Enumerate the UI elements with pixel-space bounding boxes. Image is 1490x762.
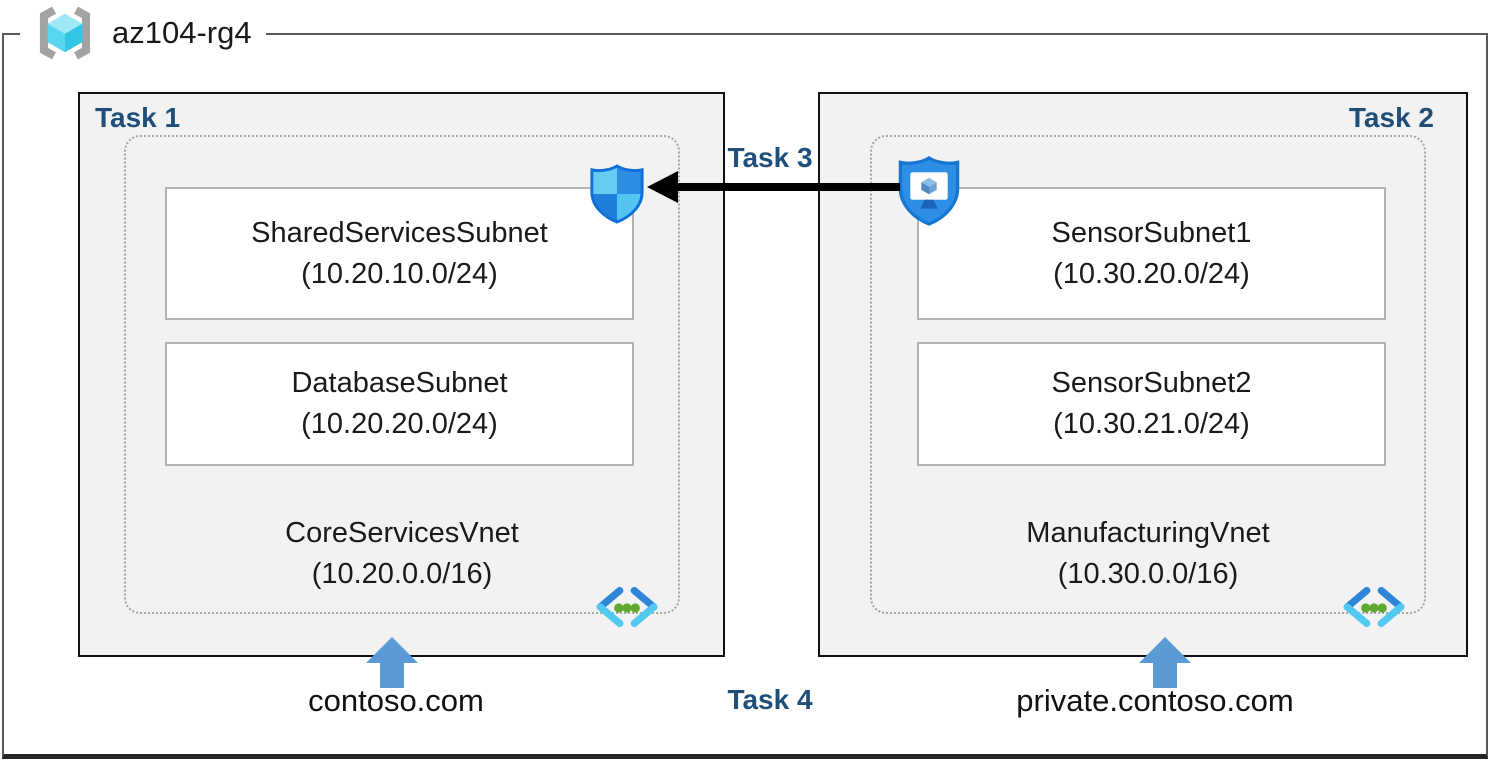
subnet-cidr: (10.20.20.0/24) (301, 408, 498, 440)
vnet-cidr: (10.20.0.0/16) (311, 557, 493, 590)
coreservices-vnet-boundary (124, 135, 680, 614)
sensor-subnet2-box: SensorSubnet2 (10.30.21.0/24) (917, 342, 1386, 466)
manufacturing-vnet-boundary (870, 135, 1426, 614)
subnet-cidr: (10.30.20.0/24) (1053, 257, 1250, 290)
manufacturing-vnet-label: ManufacturingVnet (10.30.0.0/16) (870, 513, 1426, 594)
subnet-cidr: (10.30.21.0/24) (1053, 408, 1250, 440)
sensor-subnet1-box: SensorSubnet1 (10.30.20.0/24) (917, 187, 1386, 320)
task2-label: Task 2 (1348, 102, 1434, 133)
coreservices-vnet-label: CoreServicesVnet (10.20.0.0/16) (124, 513, 680, 594)
subnet-name: DatabaseSubnet (291, 367, 508, 400)
resource-group-border (2, 33, 1488, 759)
bastion-shield-icon (898, 156, 960, 226)
vnet-name: CoreServicesVnet (285, 517, 519, 549)
subnet-name: SensorSubnet1 (1051, 216, 1252, 249)
private-dns-zone-label: private.contoso.com (1016, 683, 1294, 718)
task2-vnet-box: Task 2 SensorSubnet1 (10.30.20.0/24) Sen… (818, 92, 1468, 657)
resource-group-icon (39, 6, 91, 60)
shared-services-subnet-box: SharedServicesSubnet (10.20.10.0/24) (165, 187, 634, 320)
vnet-name: ManufacturingVnet (1026, 517, 1270, 549)
left-arrow (647, 171, 900, 203)
up-arrow-icon (366, 637, 418, 688)
dns-zone-label: contoso.com (308, 683, 484, 718)
task4-label: Task 4 (727, 684, 813, 715)
network-security-group-shield-icon (590, 164, 644, 224)
database-subnet-box: DatabaseSubnet (10.20.20.0/24) (165, 342, 634, 466)
up-arrow-icon (1139, 637, 1191, 688)
subnet-name: SensorSubnet2 (1051, 367, 1252, 400)
virtual-network-icon (596, 586, 658, 628)
vnet-cidr: (10.30.0.0/16) (1057, 557, 1239, 590)
resource-group-header: az104-rg4 (20, 0, 266, 66)
subnet-cidr: (10.20.10.0/24) (301, 257, 498, 290)
subnet-name: SharedServicesSubnet (251, 216, 548, 249)
task3-label: Task 3 (727, 142, 813, 173)
task1-label: Task 1 (95, 102, 181, 133)
resource-group-name: az104-rg4 (112, 15, 252, 50)
virtual-network-icon (1343, 586, 1405, 628)
task1-vnet-box: Task 1 SharedServicesSubnet (10.20.10.0/… (78, 92, 725, 657)
